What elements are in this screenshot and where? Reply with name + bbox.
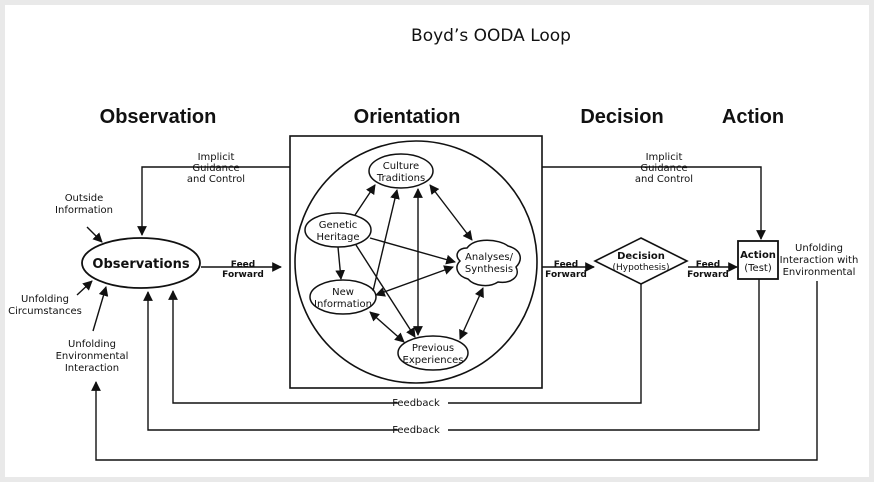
new-info-label-2: Information xyxy=(314,299,372,310)
analyses-label-1: Analyses/ xyxy=(465,252,514,263)
phase-decision: Decision xyxy=(580,106,663,128)
implicit-right-3: and Control xyxy=(635,174,693,185)
feed-forward-3b: Forward xyxy=(687,270,729,280)
unfolding-env-3: Interaction xyxy=(65,363,119,374)
unfolding-env-2: Environmental xyxy=(56,351,129,362)
previous-label-2: Experiences xyxy=(403,355,464,366)
phase-observation: Observation xyxy=(100,106,217,128)
feedback-loops xyxy=(91,279,818,461)
orientation-links xyxy=(335,184,484,343)
new-info-node xyxy=(309,279,377,315)
feed-forward-1a: Feed xyxy=(231,260,255,270)
action-label-2: (Test) xyxy=(744,263,772,274)
feed-forward-1b: Forward xyxy=(222,270,264,280)
diagram-title: Boyd’s OODA Loop xyxy=(411,26,571,46)
phase-action: Action xyxy=(722,106,784,128)
feed-forward-3a: Feed xyxy=(696,260,720,270)
external-inputs xyxy=(76,226,109,332)
implicit-left-3: and Control xyxy=(187,174,245,185)
feedback-label-1: Feedback xyxy=(392,398,440,409)
diagram-canvas: Boyd’s OODA Loop Observation Orientation… xyxy=(5,5,869,477)
outside-info-1: Outside xyxy=(65,193,104,204)
unfolding-interaction-3: Environmental xyxy=(783,267,856,278)
unfolding-circ-2: Circumstances xyxy=(8,306,82,317)
feedback-label-2: Feedback xyxy=(392,425,440,436)
unfolding-circ-1: Unfolding xyxy=(21,294,69,305)
observations-label: Observations xyxy=(92,257,189,272)
analyses-label-2: Synthesis xyxy=(465,264,513,275)
decision-label-1: Decision xyxy=(617,251,665,262)
orientation-box xyxy=(289,135,543,389)
unfolding-interaction-2: Interaction with xyxy=(780,255,859,266)
genetic-label-1: Genetic xyxy=(319,220,358,231)
genetic-label-2: Heritage xyxy=(316,232,359,243)
unfolding-interaction-1: Unfolding xyxy=(795,243,843,254)
implicit-guidance-lines xyxy=(137,166,766,240)
culture-label-2: Traditions xyxy=(376,173,425,184)
feed-forward-2a: Feed xyxy=(554,260,578,270)
previous-label-1: Previous xyxy=(412,343,454,354)
action-node xyxy=(737,240,779,280)
new-info-label-1: New xyxy=(332,287,354,298)
observations-node xyxy=(81,237,201,289)
action-label-1: Action xyxy=(740,250,776,261)
implicit-left-2: Guidance xyxy=(192,163,239,174)
unfolding-env-1: Unfolding xyxy=(68,339,116,350)
decision-label-2: (Hypothesis) xyxy=(613,263,670,273)
ooda-loop-diagram: Boyd’s OODA Loop Observation Orientation… xyxy=(8,26,859,461)
implicit-left-1: Implicit xyxy=(198,152,235,163)
implicit-right-2: Guidance xyxy=(640,163,687,174)
orientation-circle xyxy=(294,140,538,384)
culture-label-1: Culture xyxy=(383,161,419,172)
feed-forward-2b: Forward xyxy=(545,270,587,280)
previous-node xyxy=(397,335,469,371)
phase-orientation: Orientation xyxy=(354,106,461,128)
outside-info-2: Information xyxy=(55,205,113,216)
culture-node xyxy=(368,153,434,189)
analyses-node xyxy=(456,239,521,287)
implicit-right-1: Implicit xyxy=(646,152,683,163)
